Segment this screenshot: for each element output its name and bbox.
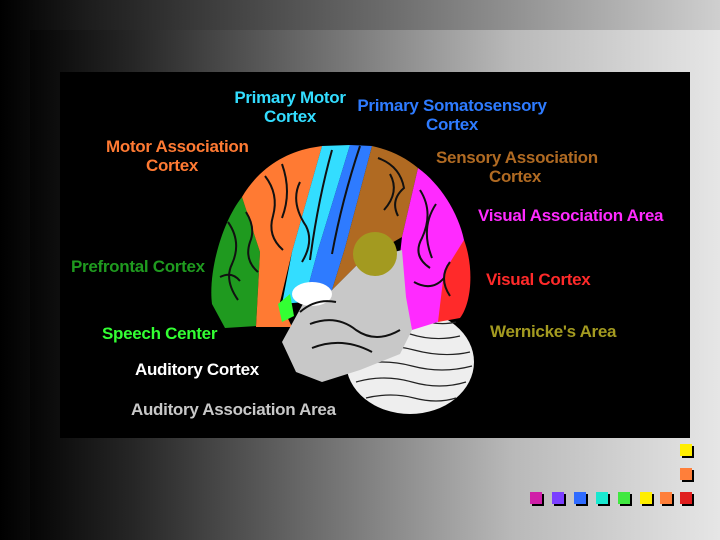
label-visual-association-area: Visual Association Area [478,206,664,225]
decor-square [640,492,652,504]
label-wernickes-area: Wernicke's Area [490,322,617,341]
auditory-association-region [282,250,412,382]
prefrontal-region [211,197,260,328]
label-primary-somatosensory-line2: Cortex [425,115,479,134]
decor-square [530,492,542,504]
decor-square [552,492,564,504]
decor-square [660,492,672,504]
label-primary-motor-line1: Primary Motor [234,88,346,107]
label-primary-somatosensory-line1: Primary Somatosensory [357,96,547,115]
speech-center-region [278,294,294,322]
wernicke-region [353,232,397,276]
label-sensory-association-line2: Cortex [488,167,542,186]
label-sensory-association-line1: Sensory Association [436,148,598,167]
label-visual-cortex: Visual Cortex [486,270,591,289]
decor-square [574,492,586,504]
label-primary-somatosensory-cortex: Primary Somatosensory Cortex [356,96,548,134]
decor-square [596,492,608,504]
label-prefrontal-cortex: Prefrontal Cortex [71,257,205,276]
decor-square [680,492,692,504]
label-primary-motor-cortex: Primary Motor Cortex [230,88,350,126]
auditory-cortex-region [292,282,332,306]
brain-illustration [211,145,474,414]
decor-square [680,444,692,456]
label-motor-association-cortex: Motor Association Cortex [106,137,249,175]
motor-association-region [242,146,322,327]
visual-cortex-region [438,240,471,322]
label-speech-center: Speech Center [102,324,218,343]
decor-square [680,468,692,480]
label-sensory-association-cortex: Sensory Association Cortex [436,148,598,186]
label-auditory-association-area: Auditory Association Area [131,400,336,419]
label-motor-association-line2: Cortex [145,156,199,175]
label-motor-association-line1: Motor Association [106,137,249,156]
brain-diagram: Primary Motor Cortex Primary Somatosenso… [60,72,690,438]
brain-folds [219,145,451,353]
decor-square [618,492,630,504]
label-auditory-cortex: Auditory Cortex [135,360,259,379]
label-primary-motor-line2: Cortex [263,107,317,126]
